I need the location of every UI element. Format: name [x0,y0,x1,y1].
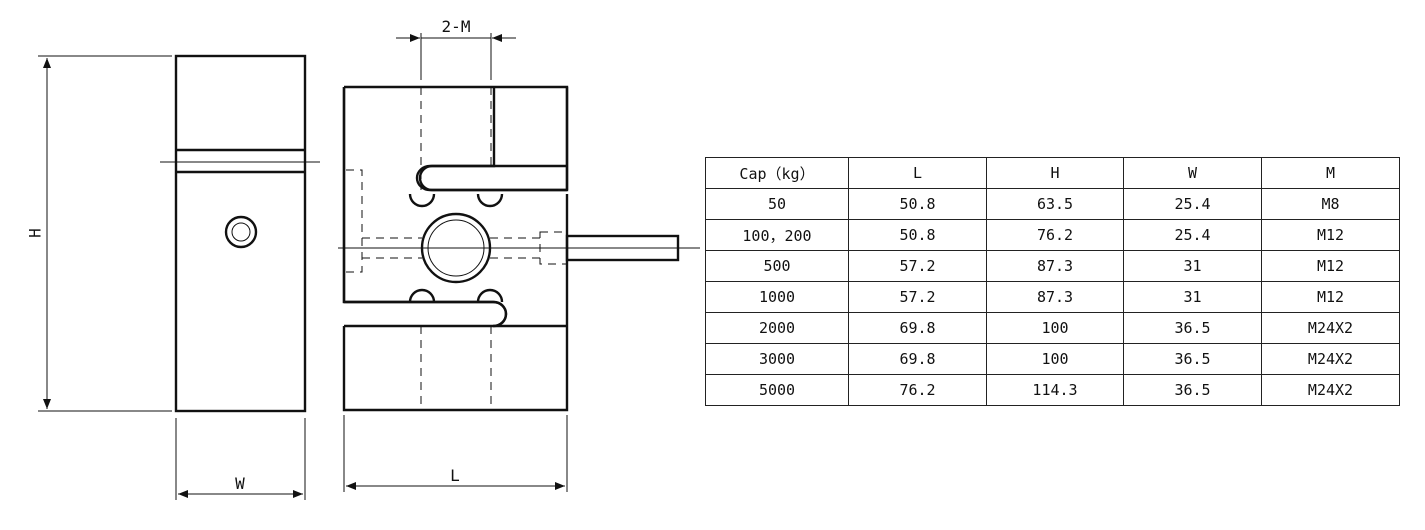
cell-m: M12 [1261,219,1400,251]
table-row: 3000 69.8 100 36.5 M24X2 [705,343,1400,375]
mount-hole-inner [231,222,251,242]
cable [565,234,680,262]
table-row: 2000 69.8 100 36.5 M24X2 [705,312,1400,344]
header-cap: Cap（kg） [705,157,849,189]
cell-h: 100 [986,343,1124,375]
cell-l: 76.2 [848,374,987,406]
table-header-row: Cap（kg） L H W M [705,157,1400,189]
cell-l: 57.2 [848,250,987,282]
cell-h: 63.5 [986,188,1124,220]
cell-h: 87.3 [986,281,1124,313]
height-label: H [26,228,45,238]
cell-m: M8 [1261,188,1400,220]
mount-hole-outer [224,215,258,249]
thread-dimension: 2-M [396,17,516,80]
cell-w: 36.5 [1123,312,1262,344]
cell-cap: 50 [705,188,849,220]
cell-cap: 2000 [705,312,849,344]
cell-h: 76.2 [986,219,1124,251]
height-dimension: H [26,55,172,412]
front-view [338,85,700,412]
width-label: W [235,474,245,493]
cell-l: 50.8 [848,219,987,251]
length-dimension: L [343,415,568,492]
cell-cap: 500 [705,250,849,282]
cell-w: 25.4 [1123,219,1262,251]
side-view [160,54,320,413]
thread-label: 2-M [442,17,471,36]
cell-cap: 1000 [705,281,849,313]
cell-w: 25.4 [1123,188,1262,220]
cell-w: 31 [1123,281,1262,313]
length-label: L [450,466,460,485]
cell-cap: 3000 [705,343,849,375]
width-dimension: W [175,418,306,500]
cell-l: 57.2 [848,281,987,313]
capacity-spec-table: Cap（kg） L H W M 50 50.8 63.5 25.4 M8 100… [705,157,1400,406]
cell-m: M24X2 [1261,374,1400,406]
cell-l: 69.8 [848,343,987,375]
table-row: 500 57.2 87.3 31 M12 [705,250,1400,282]
header-m: M [1261,157,1400,189]
table-row: 1000 57.2 87.3 31 M12 [705,281,1400,313]
cell-w: 31 [1123,250,1262,282]
cell-cap: 100，200 [705,219,849,251]
cell-m: M24X2 [1261,343,1400,375]
cell-h: 87.3 [986,250,1124,282]
cell-l: 50.8 [848,188,987,220]
cell-h: 100 [986,312,1124,344]
table-row: 50 50.8 63.5 25.4 M8 [705,188,1400,220]
cell-h: 114.3 [986,374,1124,406]
table-row: 100，200 50.8 76.2 25.4 M12 [705,219,1400,251]
header-h: H [986,157,1124,189]
cell-l: 69.8 [848,312,987,344]
header-w: W [1123,157,1262,189]
table-row: 5000 76.2 114.3 36.5 M24X2 [705,374,1400,406]
header-l: L [848,157,987,189]
cell-w: 36.5 [1123,374,1262,406]
cell-cap: 5000 [705,374,849,406]
cell-m: M24X2 [1261,312,1400,344]
cell-m: M12 [1261,250,1400,282]
cell-w: 36.5 [1123,343,1262,375]
cell-m: M12 [1261,281,1400,313]
